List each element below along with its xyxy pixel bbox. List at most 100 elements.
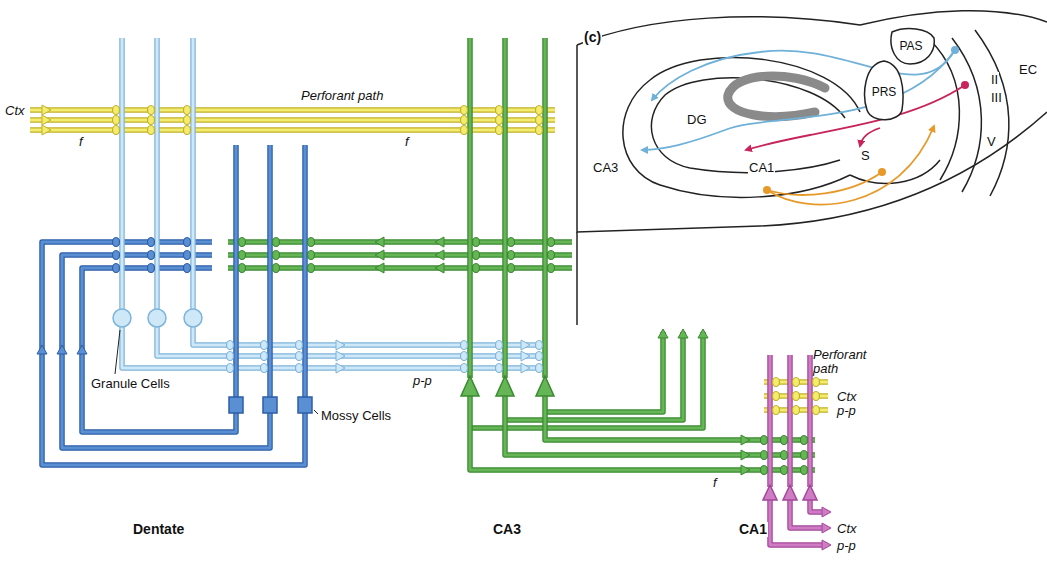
synapse-bouton [781, 451, 788, 460]
synapse-bouton [548, 264, 555, 273]
synapse-bouton [508, 251, 515, 260]
synapse-bouton [113, 106, 120, 115]
schaffer-collateral [545, 396, 815, 440]
region-label: CA1 [748, 160, 775, 175]
synapse-bouton [548, 238, 555, 247]
schaffer-collateral [545, 396, 815, 440]
arrowhead [435, 237, 444, 247]
region-title: CA1 [738, 522, 768, 537]
synapse-bouton [308, 251, 315, 260]
region-label: CA3 [592, 160, 619, 175]
synapse-bouton [227, 364, 234, 373]
cell-dot [961, 81, 969, 89]
ca1-soma [783, 485, 797, 500]
synapse-bouton [184, 106, 191, 115]
ca1-dendrite [807, 355, 813, 487]
ca3-dendrite [469, 38, 472, 378]
synapse-bouton [148, 238, 155, 247]
cell-label: Mossy Cells [320, 408, 392, 423]
perforant-fiber [30, 129, 555, 132]
mossy-dendrite [269, 145, 272, 397]
synapse-bouton [227, 341, 234, 350]
region-title: CA3 [492, 522, 522, 537]
synapse-bouton [761, 436, 768, 445]
schaffer-collateral [470, 396, 815, 470]
perforant-fiber [30, 119, 555, 122]
synapse-bouton [184, 251, 191, 260]
ca3-dendrite [502, 38, 508, 378]
ca1-axon [790, 500, 826, 528]
fiber-label: f [78, 134, 84, 149]
synapse-bouton [496, 364, 503, 373]
arrowhead [336, 363, 345, 373]
synapse-bouton [148, 116, 155, 125]
region-label: DG [686, 112, 708, 127]
synapse-bouton [801, 451, 808, 460]
ca1-dendrite [767, 355, 773, 487]
synapse-bouton [793, 392, 800, 401]
synapse-bouton [773, 392, 780, 401]
arrowhead [521, 340, 530, 350]
synapse-bouton [296, 364, 303, 373]
arrowhead [741, 450, 750, 460]
mossy-cell-axon [62, 255, 270, 448]
synapse-bouton [113, 116, 120, 125]
mossy-soma [298, 397, 312, 413]
synapse-bouton [496, 106, 503, 115]
synapse-bouton [781, 436, 788, 445]
granule-dendrite [190, 38, 196, 310]
region-outline: PAS [886, 26, 936, 66]
arrowhead [741, 435, 750, 445]
mossy-cell-axon [62, 255, 270, 448]
mossy-dendrite [302, 145, 308, 397]
synapse-bouton [461, 126, 468, 135]
synapse-bouton [536, 126, 543, 135]
source-label: Ctx [4, 103, 26, 118]
ca3-dendrite [504, 38, 507, 378]
arrowhead [336, 340, 345, 350]
synapse-bouton [793, 378, 800, 387]
granule-dendrite [192, 38, 195, 310]
synapse-bouton [239, 238, 246, 247]
region-label: PAS [899, 39, 922, 53]
synapse-bouton [273, 264, 280, 273]
arrowhead [375, 250, 384, 260]
synapse-bouton [473, 251, 480, 260]
synapse-bouton [296, 352, 303, 361]
region-label: S [860, 148, 871, 163]
arrowhead [698, 329, 708, 338]
synapse-bouton [148, 251, 155, 260]
ca3-axon [545, 332, 663, 412]
ca1-dendrite [809, 355, 812, 487]
synapse-bouton [801, 436, 808, 445]
mossy-dendrite [233, 145, 239, 397]
source-label: Ctx [836, 389, 858, 404]
granule-soma [148, 309, 166, 327]
synapse-bouton [473, 264, 480, 273]
ca1-dendrite [789, 355, 792, 487]
schaffer-collateral [470, 396, 815, 470]
synapse-bouton [461, 364, 468, 373]
synapse-bouton [184, 116, 191, 125]
pathway-label: Perforant path [300, 88, 384, 103]
arrowhead [741, 465, 750, 475]
synapse-bouton [536, 106, 543, 115]
ca3-axon [545, 332, 663, 412]
synapse-bouton [536, 341, 543, 350]
region-title: Dentate [132, 522, 185, 537]
ca3-dendrite [544, 38, 547, 378]
synapse-bouton [227, 352, 234, 361]
synapse-bouton [473, 238, 480, 247]
fiber-label: p-p [836, 403, 857, 418]
synapse-bouton [113, 126, 120, 135]
granule-axon [157, 327, 545, 356]
synapse-bouton [496, 116, 503, 125]
synapse-bouton [148, 106, 155, 115]
synapse-bouton [113, 251, 120, 260]
ca3-axon [505, 332, 683, 420]
synapse-bouton [793, 406, 800, 415]
synapse-bouton [239, 251, 246, 260]
synapse-bouton [461, 106, 468, 115]
leader-line [314, 410, 318, 414]
granule-axon [193, 327, 545, 345]
